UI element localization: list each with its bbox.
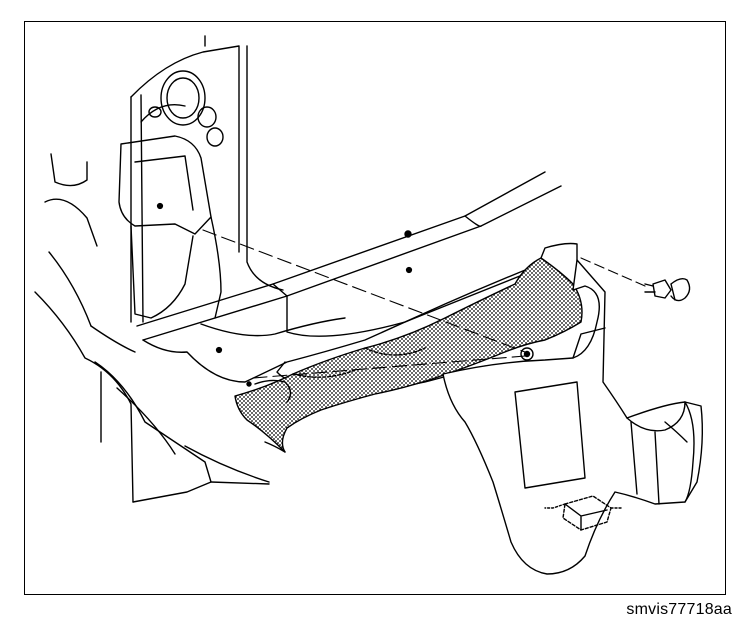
figure-caption: smvis77718aa <box>626 601 732 618</box>
push-pin-clip-icon <box>545 496 621 530</box>
rocker-sill-panel <box>137 172 561 386</box>
mud-flap <box>443 244 702 575</box>
rear-body-panel <box>35 154 269 502</box>
door-pillar <box>131 36 283 322</box>
pillar-trim-bracket <box>119 136 221 318</box>
mud-flap-installation-drawing <box>25 22 724 593</box>
pillar-grommet <box>149 71 223 146</box>
alignment-leader-lines <box>203 230 645 378</box>
carpet-insulation <box>235 258 582 452</box>
retaining-screw-icon <box>645 279 690 301</box>
illustration-frame <box>24 21 726 595</box>
